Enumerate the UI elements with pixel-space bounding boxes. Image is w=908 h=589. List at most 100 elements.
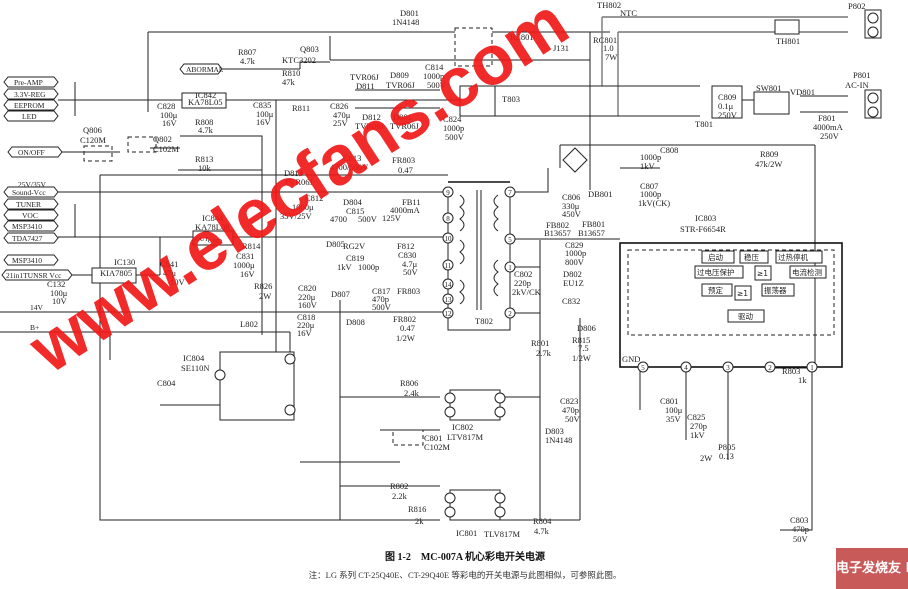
label-c807: C807 — [640, 181, 658, 191]
block-overvoltage: 过电压保护 — [697, 267, 735, 277]
label-c826-voltage: 25V — [333, 118, 349, 128]
label-d802: D802 — [563, 269, 582, 279]
label-d812-value: TVR06J — [355, 121, 385, 131]
label-c825: C825 — [687, 412, 705, 422]
label-c812-voltage: 35V/25V — [280, 211, 313, 221]
label-c830: C830 — [398, 250, 416, 260]
label-l802: L802 — [240, 319, 258, 329]
pin-label: 1 — [810, 364, 814, 372]
label-c803-voltage: 50V — [793, 534, 809, 544]
label-c826-value: 470μ — [333, 110, 351, 120]
ic804-box — [219, 351, 295, 421]
component-labels: D801 1N4148 R807 4.7k Q803 KTC3202 R810 … — [47, 0, 870, 544]
label-r808-value: 4.7k — [198, 125, 214, 135]
label-r804: R804 — [533, 516, 552, 526]
label-p805-value: 0.13 — [719, 451, 734, 461]
pin-label: 5 — [641, 364, 645, 372]
label-ac-in: AC-IN — [845, 80, 869, 90]
pin-label: 9 — [446, 189, 450, 197]
label-r806: R806 — [400, 378, 418, 388]
label-c807-voltage: 1kV(CK) — [638, 198, 670, 208]
label-ic130: IC130 — [114, 257, 135, 267]
label-c813-value: 4700/500V — [330, 162, 369, 172]
label-r826-value: 2W — [259, 291, 271, 301]
label-r801: R801 — [531, 338, 549, 348]
block-or-gate: ≥1 — [757, 269, 768, 278]
pin-label: 3 — [726, 364, 730, 372]
bridge-rectifier-db801 — [562, 147, 588, 173]
tag-led: LED — [22, 112, 37, 121]
label-fr802-value: 0.47 — [400, 323, 415, 333]
label-d806: D806 — [577, 323, 596, 333]
label-ntc: NTC — [620, 8, 637, 18]
label-rc801: RC801 — [593, 35, 617, 45]
label-c801-value: C102M — [424, 442, 450, 452]
ic803 — [619, 242, 843, 368]
tag-on-off: ON/OFF — [18, 148, 45, 157]
label-d801b-value: TVR06J — [390, 121, 420, 131]
label-c824: C824 — [443, 114, 462, 124]
label-ic804: IC804 — [183, 353, 205, 363]
label-r806-value: 2.4k — [404, 388, 420, 398]
label-f801: F801 — [818, 113, 835, 123]
label-c801b-voltage: 35V — [666, 414, 682, 424]
label-d804: D804 — [343, 197, 363, 207]
label-ic802: IC802 — [452, 422, 473, 432]
label-r826: R826 — [254, 281, 272, 291]
relay-rl801 — [454, 27, 493, 67]
label-c814-value: 1000p — [423, 71, 444, 81]
label-fb801: FB801 — [582, 219, 605, 229]
label-ic844-gnd: GND — [208, 238, 222, 245]
block-or-gate: ≥1 — [737, 289, 748, 298]
label-c814: C814 — [425, 62, 444, 72]
label-c828-voltage: 16V — [162, 118, 178, 128]
label-c806: C806 — [562, 192, 580, 202]
label-fb801-value: B13657 — [578, 228, 605, 238]
label-th801: TH801 — [776, 36, 800, 46]
tag-sound-vcc: Sound-Vcc — [12, 188, 46, 197]
label-q802-value: C102M — [153, 144, 179, 154]
label-c823-value: 470p — [562, 405, 579, 415]
label-c826: C826 — [330, 101, 348, 111]
label-d803-value: 1N4148 — [545, 435, 572, 445]
label-d812: D812 — [362, 112, 381, 122]
label-r808: R808 — [195, 117, 213, 127]
label-d811: D811 — [356, 81, 375, 91]
label-fb802-value: B13657 — [544, 228, 571, 238]
tag-b-plus: B+ — [30, 323, 39, 332]
label-th802: TH802 — [597, 0, 621, 10]
label-c132-voltage: 10V — [52, 296, 68, 306]
label-d809-value: TVR06J — [386, 80, 416, 90]
label-c828-value: 100μ — [160, 110, 178, 120]
label-f801-value: 4000mA — [813, 122, 844, 132]
label-q803-value: KTC3202 — [282, 55, 316, 65]
tag-3v3-reg: 3.3V-REG — [14, 90, 46, 99]
pin-label: 10 — [445, 235, 453, 243]
label-d808: D808 — [346, 317, 365, 327]
label-t803: T803 — [502, 94, 520, 104]
label-c832: C832 — [562, 296, 580, 306]
label-f812: F812 — [397, 241, 414, 251]
label-c817-voltage: 500V — [372, 302, 392, 312]
label-t802: T802 — [475, 316, 493, 326]
label-c819-voltage: 1kV — [337, 262, 353, 272]
label-c823-voltage: 50V — [565, 414, 581, 424]
label-c801b-value: 100μ — [665, 405, 683, 415]
thermistor-th801 — [774, 19, 800, 35]
label-d801b: D801 — [393, 112, 412, 122]
pin-label: 2 — [768, 364, 772, 372]
label-c819-value: 1000p — [358, 262, 379, 272]
label-c808-value: 1000p — [640, 152, 661, 162]
label-f801-voltage: 250V — [820, 131, 840, 141]
label-c835-voltage: 16V — [256, 117, 272, 127]
label-c808-voltage: 1kV — [640, 161, 656, 171]
figure-note: 注：LG 系列 CT-25Q40E、CT-29Q40E 等彩电的开关电源与此图相… — [309, 570, 622, 580]
label-c801b: C801 — [660, 396, 678, 406]
label-q803: Q803 — [300, 44, 319, 54]
pin-label: 4 — [684, 364, 688, 372]
label-c830-value: 4.7μ — [402, 259, 418, 269]
transformer-t802 — [448, 181, 510, 310]
label-c828: C828 — [157, 101, 175, 111]
block-regulate: 稳压 — [744, 252, 759, 262]
label-c804: C804 — [157, 378, 176, 388]
